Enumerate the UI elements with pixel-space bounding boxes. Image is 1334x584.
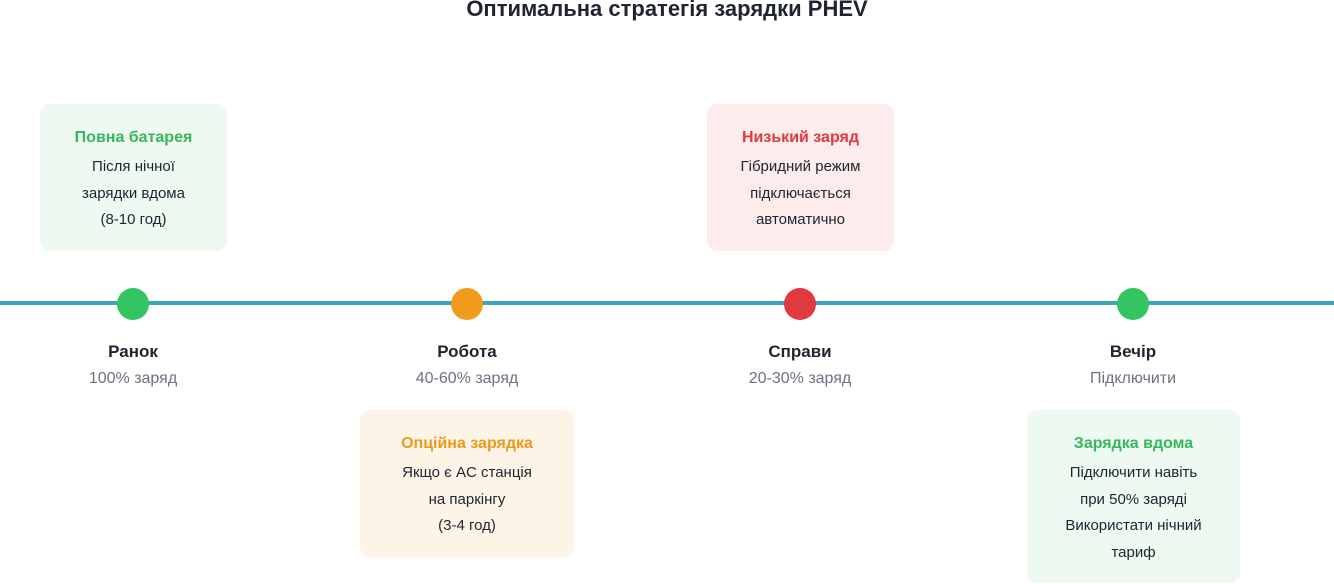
- card-optional-charging-line: (3-4 год): [438, 517, 496, 535]
- card-home-charging-line: Використати нічний: [1065, 517, 1202, 535]
- card-home-charging: Зарядка вдома Підключити навіть при 50% …: [1027, 410, 1240, 583]
- card-home-charging-line: при 50% заряді: [1080, 490, 1187, 508]
- card-home-charging-line: Підключити навіть: [1069, 464, 1198, 481]
- card-low-charge-title: Низький заряд: [742, 129, 859, 146]
- card-optional-charging-line: на паркінгу: [428, 490, 506, 508]
- card-low-charge-line: підключається: [750, 184, 851, 202]
- stage-name-evening: Вечір: [1109, 342, 1157, 361]
- card-full-battery-title: Повна батарея: [74, 129, 193, 146]
- card-full-battery-line: Після нічної: [92, 158, 175, 175]
- stage-sub-work: 40-60% заряд: [415, 370, 519, 387]
- stage-sub-morning: 100% заряд: [88, 370, 178, 387]
- card-low-charge-line: автоматично: [755, 211, 846, 229]
- stage-dot-work: [451, 288, 483, 320]
- card-full-battery-line: (8-10 год): [100, 211, 167, 229]
- card-low-charge-line: Гібридний режим: [740, 158, 861, 175]
- card-full-battery: Повна батарея Після нічної зарядки вдома…: [40, 104, 227, 251]
- stage-dot-errands: [784, 288, 816, 320]
- card-optional-charging-line: Якщо є AC станція: [402, 464, 532, 481]
- card-optional-charging-title: Опційна зарядка: [401, 435, 533, 452]
- card-full-battery-line: зарядки вдома: [82, 184, 185, 202]
- stage-name-morning: Ранок: [108, 342, 158, 361]
- card-home-charging-line: тариф: [1111, 544, 1156, 562]
- card-optional-charging: Опційна зарядка Якщо є AC станція на пар…: [360, 410, 574, 557]
- stage-sub-evening: Підключити: [1089, 370, 1177, 387]
- timeline-line: [0, 301, 1334, 305]
- stage-sub-errands: 20-30% заряд: [748, 370, 852, 387]
- stage-dot-evening: [1117, 288, 1149, 320]
- stage-dot-morning: [117, 288, 149, 320]
- card-home-charging-title: Зарядка вдома: [1073, 435, 1194, 452]
- stage-name-errands: Справи: [768, 342, 832, 361]
- card-low-charge: Низький заряд Гібридний режим підключаєт…: [707, 104, 894, 251]
- diagram-title: Оптимальна стратегія зарядки PHEV: [466, 0, 868, 21]
- stage-name-work: Робота: [437, 342, 497, 361]
